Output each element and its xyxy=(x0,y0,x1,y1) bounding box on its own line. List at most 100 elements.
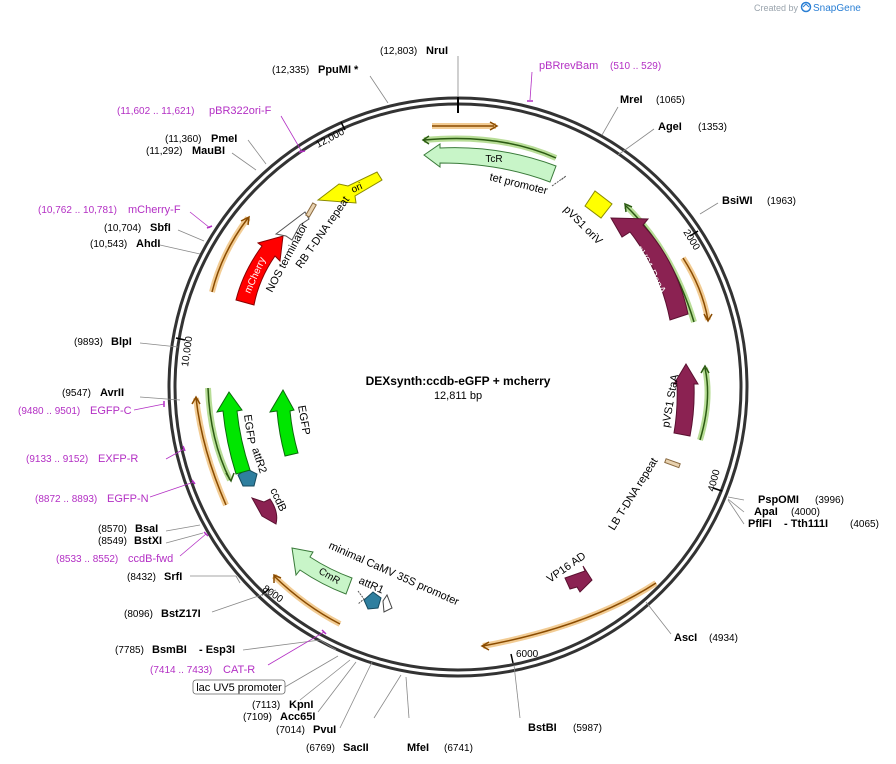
primer-pbr322ori-pos: (11,602 .. 11,621) xyxy=(117,106,194,117)
site-apai-name[interactable]: ApaI xyxy=(754,506,778,518)
site-apai-pos: (4000) xyxy=(791,507,820,518)
site-pspomi-pos: (3996) xyxy=(815,495,844,506)
site-blpi-name[interactable]: BlpI xyxy=(111,336,132,348)
site-ahdi-name[interactable]: AhdI xyxy=(136,238,160,250)
egfp-b-label: EGFP xyxy=(295,404,312,436)
primer-exfpr-pos: (9133 .. 9152) xyxy=(26,454,88,465)
tick-label-4000: 4000 xyxy=(706,468,722,493)
mcherry-gene xyxy=(235,235,284,306)
ori-label: ori xyxy=(350,181,365,196)
site-pflfi-name[interactable]: PflFI xyxy=(748,518,772,530)
site-mrei-name[interactable]: MreI xyxy=(620,94,643,106)
nos-terminator-feature xyxy=(274,211,310,241)
snapgene-logo-icon xyxy=(800,1,812,13)
site-sbfi-pos: (10,704) xyxy=(104,223,141,234)
primer-egfpn-pos: (8872 .. 8893) xyxy=(35,494,97,505)
primer-catr-name[interactable]: CAT-R xyxy=(223,664,255,676)
attr1-promoter-mark xyxy=(357,590,365,605)
primer-pbrrevbam-pos: (510 .. 529) xyxy=(610,61,661,72)
primer-catr-pos: (7414 .. 7433) xyxy=(150,665,212,676)
primer-markers xyxy=(133,71,533,666)
primer-pbr322ori-name[interactable]: pBR322ori-F xyxy=(209,105,272,117)
attr2-label: attR2 xyxy=(249,446,269,475)
lb-tdna-repeat-label: LB T-DNA repeat xyxy=(606,456,660,533)
pvs1-repa-gene xyxy=(610,217,689,321)
lac-uv5-promoter-label: lac UV5 promoter xyxy=(196,682,282,694)
tick-label-12000: 12,000 xyxy=(314,126,347,150)
site-bsmbi-name[interactable]: BsmBI xyxy=(152,644,187,656)
site-esp3i-name[interactable]: - Esp3I xyxy=(199,644,235,656)
tcr-label: TcR xyxy=(485,154,502,165)
site-kpni-name[interactable]: KpnI xyxy=(289,699,313,711)
tick-label-2000: 2000 xyxy=(680,228,701,253)
tcr-gene xyxy=(423,143,557,183)
site-asci-pos: (4934) xyxy=(709,633,738,644)
tick-label-6000: 6000 xyxy=(516,649,539,660)
site-pflfi-pos: (4065) xyxy=(850,519,879,530)
primer-egfpc-name[interactable]: EGFP-C xyxy=(90,405,132,417)
site-avrii-name[interactable]: AvrII xyxy=(100,387,124,399)
site-bsai-name[interactable]: BsaI xyxy=(135,523,158,535)
pvs1-staa-gene xyxy=(673,363,699,437)
primer-ccdbfwd-pos: (8533 .. 8552) xyxy=(56,554,118,565)
site-acc65i-pos: (7109) xyxy=(243,712,272,723)
egfp-a-label: EGFP xyxy=(241,414,257,445)
cmr-gene xyxy=(291,547,353,595)
created-by-text: Created by xyxy=(754,3,799,13)
snapgene-brand: SnapGene xyxy=(813,3,861,14)
site-acc65i-name[interactable]: Acc65I xyxy=(280,711,315,723)
lb-tdna-repeat-feature xyxy=(664,458,681,469)
site-pmei-name[interactable]: PmeI xyxy=(211,133,237,145)
site-sbfi-name[interactable]: SbfI xyxy=(150,222,171,234)
site-bsiwi-name[interactable]: BsiWI xyxy=(722,195,753,207)
site-srfi-name[interactable]: SrfI xyxy=(164,571,182,583)
site-mfei-pos: (6741) xyxy=(444,743,473,754)
rb-tdna-repeat-feature xyxy=(305,202,317,218)
site-blpi-pos: (9893) xyxy=(74,337,103,348)
site-tth111i-name[interactable]: - Tth111I xyxy=(784,518,828,530)
site-mrei-pos: (1065) xyxy=(656,95,685,106)
site-pvui-pos: (7014) xyxy=(276,725,305,736)
site-srfi-pos: (8432) xyxy=(127,572,156,583)
plasmid-name: DEXsynth:ccdb-eGFP + mcherry xyxy=(366,374,551,388)
egfp-gene-b xyxy=(269,388,299,457)
tet-promoter-arrow xyxy=(551,175,567,187)
site-ppumi-name[interactable]: PpuMI * xyxy=(318,64,359,76)
site-bsai-pos: (8570) xyxy=(98,524,127,535)
site-nrui-name[interactable]: NruI xyxy=(426,45,448,57)
site-bsiwi-pos: (1963) xyxy=(767,196,796,207)
site-bstxi-name[interactable]: BstXI xyxy=(134,535,162,547)
site-bstz17i-name[interactable]: BstZ17I xyxy=(161,608,201,620)
primer-egfpc-pos: (9480 .. 9501) xyxy=(18,406,80,417)
site-maubi-name[interactable]: MauBI xyxy=(192,145,225,157)
vp16-ad-feature xyxy=(564,565,593,593)
site-bsmbi-pos: (7785) xyxy=(115,645,144,656)
primer-pbrrevbam-name[interactable]: pBRrevBam xyxy=(539,60,598,72)
attr1-feature xyxy=(363,591,382,610)
primer-egfpn-name[interactable]: EGFP-N xyxy=(107,493,149,505)
site-pspomi-name[interactable]: PspOMI xyxy=(758,494,799,506)
site-bstbi-name[interactable]: BstBI xyxy=(528,722,557,734)
ccdb-gene xyxy=(250,497,278,525)
site-avrii-pos: (9547) xyxy=(62,388,91,399)
site-pvui-name[interactable]: PvuI xyxy=(313,724,336,736)
site-asci-name[interactable]: AscI xyxy=(674,632,697,644)
site-sacii-pos: (6769) xyxy=(306,743,335,754)
leader-lines xyxy=(139,56,745,729)
primer-exfpr-name[interactable]: EXFP-R xyxy=(98,453,138,465)
egfp-gene-a xyxy=(216,391,251,475)
site-bstz17i-pos: (8096) xyxy=(124,609,153,620)
site-pmei-pos: (11,360) xyxy=(165,134,202,145)
primer-ccdbfwd-name[interactable]: ccdB-fwd xyxy=(128,553,173,565)
site-agei-name[interactable]: AgeI xyxy=(658,121,682,133)
primer-mcherryf-pos: (10,762 .. 10,781) xyxy=(38,205,117,216)
site-sacii-name[interactable]: SacII xyxy=(343,742,369,754)
site-bstxi-pos: (8549) xyxy=(98,536,127,547)
site-ahdi-pos: (10,543) xyxy=(90,239,127,250)
site-mfei-name[interactable]: MfeI xyxy=(407,742,429,754)
minimal-camv-label: minimal CaMV 35S promoter xyxy=(327,540,461,609)
pvs1-oriv-feature xyxy=(584,190,613,219)
primer-mcherryf-name[interactable]: mCherry-F xyxy=(128,204,181,216)
